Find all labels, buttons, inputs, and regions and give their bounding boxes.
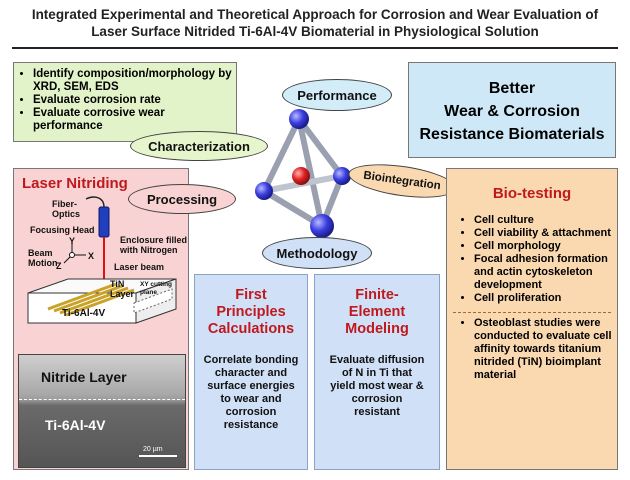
blue-sphere-bottom	[310, 214, 334, 238]
list-item: Evaluate corrosion rate	[33, 94, 232, 107]
node-biointegration: Biointegration	[346, 158, 458, 204]
substrate-label: Ti-6Al-4V	[62, 308, 106, 319]
laser-nitriding-title: Laser Nitriding	[22, 175, 128, 192]
list-item: Osteoblast studies were conducted to eva…	[474, 317, 613, 382]
list-item: Cell culture	[474, 214, 613, 227]
list-item: Evaluate corrosive wear performance	[33, 107, 232, 133]
scale-bar	[139, 455, 177, 457]
finite-element-body: Evaluate diffusion of N in Ti that yield…	[329, 354, 425, 418]
laser-nitriding-box: Laser Nitriding	[13, 168, 189, 470]
laser-beam-label: Laser beam	[114, 262, 165, 272]
xy-cutting-plane	[133, 288, 173, 314]
characterization-box: Identify composition/morphology by XRD, …	[13, 62, 237, 142]
beam-motion-label: Beam Motion	[28, 248, 58, 268]
xy-plane-label: XY cutting plane	[140, 281, 173, 296]
tin-layer-label: TiN Layer	[110, 279, 135, 299]
nitride-layer-label: Nitride Layer	[41, 369, 127, 385]
goal-box: Better Wear & Corrosion Resistance Bioma…	[408, 62, 616, 158]
title-line-2: Laser Surface Nitrided Ti-6Al-4V Biomate…	[91, 24, 539, 39]
enclosure-label: Enclosure filled with Nitrogen	[120, 235, 188, 255]
biotesting-box: Bio-testing Cell culture Cell viability …	[446, 168, 618, 470]
scale-label: 20 µm	[143, 446, 163, 453]
node-performance: Performance	[282, 79, 392, 111]
goal-line-1: Better	[488, 80, 536, 97]
axis-x-label: X	[88, 251, 95, 261]
first-principles-title: First Principles Calculations	[207, 287, 295, 337]
biotesting-divider	[453, 312, 611, 313]
list-item: Focal adhesion formation and actin cytos…	[474, 253, 613, 292]
biotesting-list: Cell culture Cell viability & attachment…	[461, 214, 613, 305]
micro-substrate-label: Ti-6Al-4V	[45, 417, 106, 433]
laser-setup-illustration	[27, 196, 177, 324]
node-methodology: Methodology	[262, 237, 372, 269]
blue-sphere-top	[289, 109, 309, 129]
layer-boundary	[19, 399, 185, 400]
list-item: Identify composition/morphology by XRD, …	[33, 68, 232, 94]
tin-tracks	[47, 282, 135, 317]
finite-element-box: Finite- Element Modeling Evaluate diffus…	[314, 274, 440, 470]
sem-micrograph: Nitride Layer Ti-6Al-4V 20 µm	[18, 354, 186, 468]
axis-z-label: Z	[56, 261, 62, 271]
red-sphere	[292, 167, 310, 185]
beam-origin	[69, 252, 75, 258]
list-item: Cell viability & attachment	[474, 227, 613, 240]
finite-element-title: Finite- Element Modeling	[345, 287, 409, 337]
biotesting-title: Bio-testing	[492, 185, 572, 202]
list-item: Cell proliferation	[474, 292, 613, 305]
goal-line-2: Wear & Corrosion	[444, 103, 580, 120]
tetrahedron-edges	[261, 116, 345, 229]
title-divider	[12, 47, 618, 49]
page-title: Integrated Experimental and Theoretical …	[0, 6, 630, 40]
goal-line-3: Resistance Biomaterials	[419, 126, 605, 143]
list-item: Cell morphology	[474, 240, 613, 253]
node-processing: Processing	[128, 184, 236, 214]
first-principles-box: First Principles Calculations Correlate …	[194, 274, 308, 470]
blue-sphere-left	[255, 182, 273, 200]
characterization-list: Identify composition/morphology by XRD, …	[20, 68, 232, 133]
fiber-optic-cable	[85, 196, 105, 208]
fiber-optics-label: Fiber- Optics	[52, 199, 81, 219]
node-characterization: Characterization	[130, 131, 268, 161]
first-principles-body: Correlate bonding character and surface …	[203, 354, 299, 431]
osteoblast-note: Osteoblast studies were conducted to eva…	[461, 317, 613, 382]
focusing-head	[98, 206, 110, 238]
axis-y-label: Y	[69, 236, 76, 246]
focusing-head-label: Focusing Head	[30, 225, 95, 235]
title-line-1: Integrated Experimental and Theoretical …	[31, 7, 599, 22]
